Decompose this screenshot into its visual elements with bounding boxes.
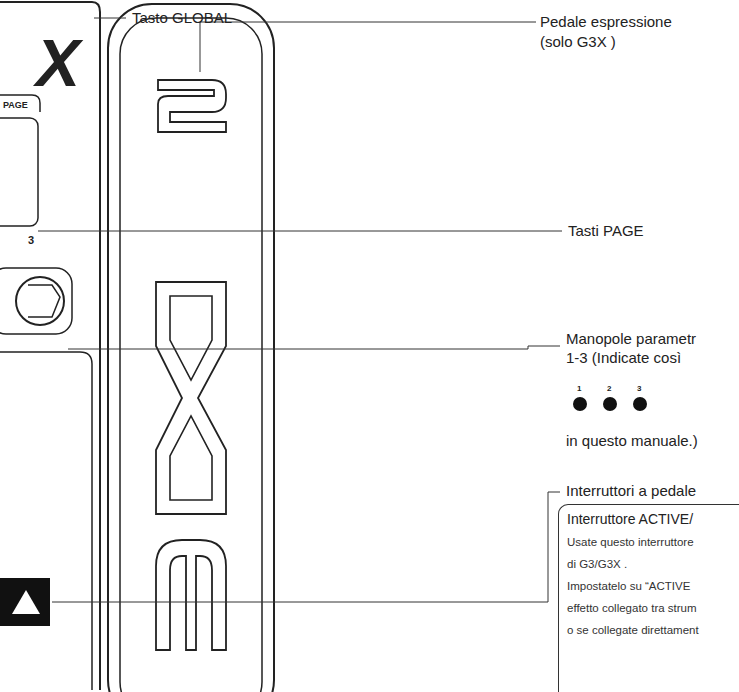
part-label: 1-3 (Indicate così <box>566 349 681 366</box>
knob-icon <box>603 397 617 411</box>
knob-icon <box>633 397 647 411</box>
knob-icon <box>573 397 587 411</box>
part-note: in questo manuale.) <box>566 432 698 449</box>
knob-number: 3 <box>28 234 34 247</box>
box-body-line: Usate questo interruttore <box>567 531 739 553</box>
part-note: (solo G3X ) <box>540 33 616 50</box>
part-label: Pedale espressione <box>540 13 672 30</box>
logo-m <box>156 540 226 650</box>
display-outline <box>0 118 38 226</box>
logo-oo-outer <box>156 282 226 514</box>
footswitch-arrow <box>12 590 40 614</box>
box-body-line: o se collegate direttament <box>567 619 739 641</box>
logo-text: X <box>36 30 80 96</box>
box-heading: Interruttore ACTIVE/ <box>567 511 739 527</box>
logo-z <box>158 80 226 132</box>
logo-oo-inner <box>170 296 212 500</box>
page-key-outline <box>0 95 40 112</box>
leader-line <box>94 18 126 19</box>
leader-line <box>38 231 562 232</box>
leader-line <box>68 346 560 349</box>
knob <box>16 277 64 325</box>
part-label: Tasto GLOBAL <box>132 9 232 26</box>
pedal-inner <box>120 18 262 692</box>
info-box: Interruttore ACTIVE/Usate questo interru… <box>558 504 739 692</box>
knob-area <box>0 268 72 334</box>
part-label: Interruttori a pedale <box>566 482 696 499</box>
box-body-line: Impostatelo su “ACTIVE <box>567 575 739 597</box>
leader-line <box>200 22 536 72</box>
leader-line <box>52 492 560 602</box>
box-body-line: effetto collegato tra strum <box>567 597 739 619</box>
panel-lower-edge <box>0 352 92 690</box>
knob-number: 2 <box>607 384 611 393</box>
knob-grip <box>28 285 60 317</box>
footswitch <box>0 578 50 626</box>
pedal-outline <box>108 4 274 692</box>
knob-number: 1 <box>577 384 581 393</box>
part-label: Manopole parametr <box>566 330 696 347</box>
panel-edge <box>0 2 100 690</box>
part-label: Tasti PAGE <box>568 222 644 239</box>
key-label: PAGE <box>3 100 28 110</box>
knob-number: 3 <box>637 384 641 393</box>
box-body-line: di G3/G3X . <box>567 553 739 575</box>
